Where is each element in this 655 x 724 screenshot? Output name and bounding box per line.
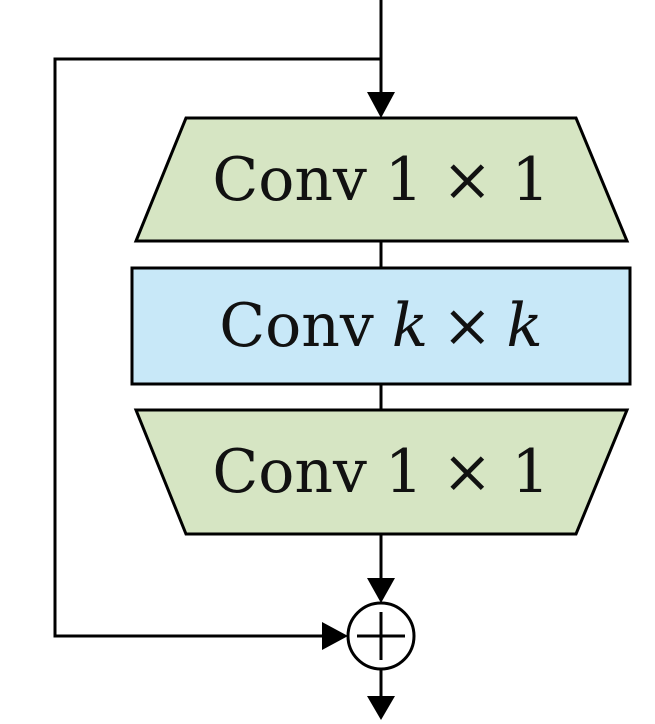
skip-connection-line [53, 57, 381, 638]
output-arrowhead [367, 696, 395, 720]
conv-kxk-block [130, 266, 632, 386]
add-input-arrowhead [367, 578, 395, 603]
conv-1x1-top-block [133, 116, 630, 243]
input-arrowhead [367, 92, 395, 118]
conv-1x1-bottom-block [133, 408, 630, 536]
skip-connection-arrowhead [322, 622, 348, 650]
